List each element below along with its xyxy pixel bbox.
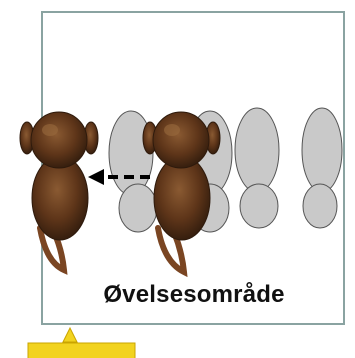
area-label: Øvelsesområde xyxy=(103,281,285,308)
dog-right xyxy=(142,111,221,278)
dashed-left-arrow-icon xyxy=(88,169,150,185)
leash-left xyxy=(37,225,68,275)
yellow-position-marker-icon xyxy=(27,326,136,358)
ghost-dog-4 xyxy=(301,107,343,229)
leash-right xyxy=(155,225,188,278)
ghost-dog-1 xyxy=(108,110,158,233)
ghost-dog-3 xyxy=(234,107,280,229)
dog-left xyxy=(19,111,99,275)
